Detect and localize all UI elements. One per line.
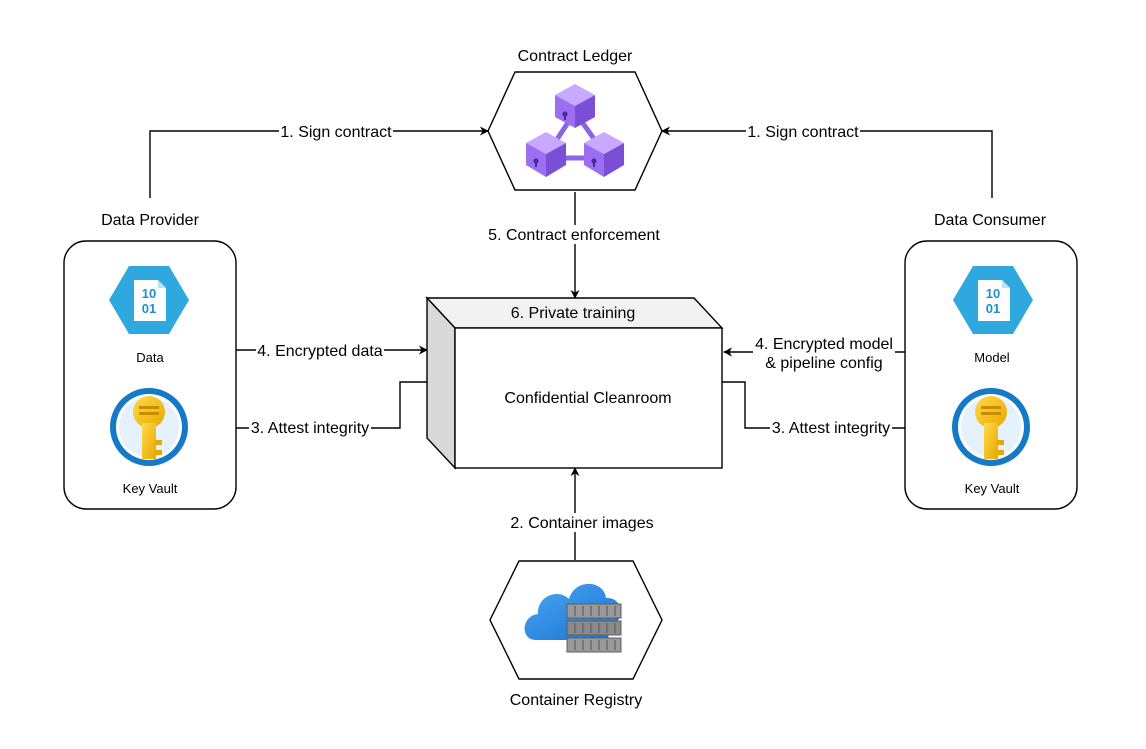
contract-enforcement-label: 5. Contract enforcement [488,227,660,244]
container-registry-node [489,560,663,680]
encrypted-model-label-line1: 4. Encrypted model [755,336,893,353]
svg-text:10: 10 [986,286,1000,301]
cleanroom-label: Confidential Cleanroom [504,390,671,407]
confidential-cleanroom-node [425,296,724,470]
cleanroom-top-label: 6. Private training [511,305,636,322]
consumer-model-label: Model [974,350,1010,365]
consumer-key-vault-label: Key Vault [965,481,1020,496]
cloud-container-icon [524,583,622,653]
provider-data-label: Data [136,350,164,365]
blockchain-cubes-icon [526,84,624,177]
provider-data-icon: 10 01 [109,266,189,334]
data-provider-container [63,240,237,510]
cleanroom-front-face [454,327,723,469]
attest-consumer-label: 3. Attest integrity [772,420,890,437]
attest-provider-label: 3. Attest integrity [251,420,369,437]
provider-sign-contract-edge [149,126,489,198]
data-consumer-container [904,240,1078,510]
provider-key-vault-icon [110,388,188,466]
provider-sign-contract-label: 1. Sign contract [280,124,392,141]
contract-ledger-label: Contract Ledger [518,48,633,65]
encrypted-data-label: 4. Encrypted data [257,343,383,360]
consumer-model-icon: 10 01 [953,266,1033,334]
container-images-label: 2. Container images [510,515,653,532]
contract-ledger-node [487,71,663,191]
data-provider-label: Data Provider [101,212,199,229]
consumer-sign-contract-label: 1. Sign contract [747,124,859,141]
cleanroom-side-face [426,296,456,470]
container-registry-label: Container Registry [510,692,643,709]
provider-key-vault-label: Key Vault [123,481,178,496]
svg-text:01: 01 [142,301,156,316]
container-stack-icon [566,603,622,653]
encrypted-model-label-line2: & pipeline config [765,355,882,372]
svg-text:01: 01 [986,301,1000,316]
data-consumer-label: Data Consumer [934,212,1047,229]
consumer-key-vault-icon [952,388,1030,466]
svg-text:10: 10 [142,286,156,301]
consumer-sign-contract-edge [661,126,993,198]
